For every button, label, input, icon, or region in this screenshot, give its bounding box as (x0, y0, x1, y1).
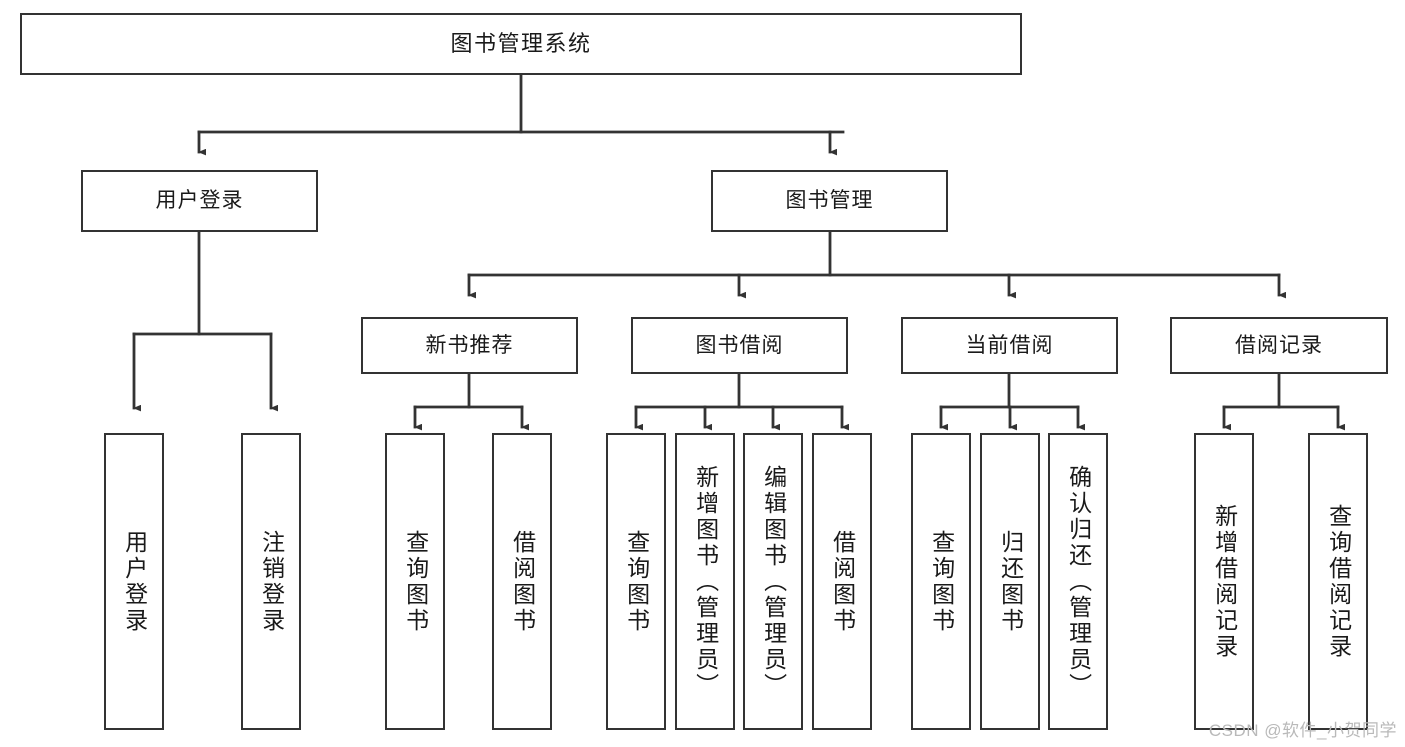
node-user-login-label: 用户登录 (155, 189, 244, 213)
node-leaf-query-book-2[interactable]: 查询图书 (606, 433, 666, 730)
node-book-borrow-label: 图书借阅 (695, 333, 784, 357)
csdn-watermark: CSDN @软件_小贺同学 (1208, 721, 1397, 740)
node-leaf-borrow-book-1[interactable]: 借阅图书 (492, 433, 552, 730)
node-leaf-add-book-label: 新增图书（管理员） (692, 464, 719, 699)
node-leaf-user-login[interactable]: 用户登录 (104, 433, 164, 730)
node-root-system[interactable]: 图书管理系统 (20, 13, 1022, 75)
node-leaf-user-logout[interactable]: 注销登录 (241, 433, 301, 730)
node-root-system-label: 图书管理系统 (450, 30, 592, 56)
node-current-borrow[interactable]: 当前借阅 (901, 317, 1118, 374)
node-leaf-borrow-book-2[interactable]: 借阅图书 (812, 433, 872, 730)
node-leaf-edit-book[interactable]: 编辑图书（管理员） (743, 433, 803, 730)
node-book-manage-label: 图书管理 (785, 189, 874, 213)
node-leaf-confirm-return-label: 确认归还（管理员） (1065, 464, 1092, 699)
node-book-borrow[interactable]: 图书借阅 (631, 317, 848, 374)
node-current-borrow-label: 当前借阅 (965, 333, 1054, 357)
node-user-login[interactable]: 用户登录 (81, 170, 318, 232)
node-leaf-query-book-2-label: 查询图书 (623, 529, 650, 634)
node-leaf-query-book-1-label: 查询图书 (402, 529, 429, 634)
node-new-book-recommend[interactable]: 新书推荐 (361, 317, 578, 374)
node-book-manage[interactable]: 图书管理 (711, 170, 948, 232)
node-leaf-query-record-label: 查询借阅记录 (1325, 503, 1352, 660)
node-leaf-confirm-return[interactable]: 确认归还（管理员） (1048, 433, 1108, 730)
node-borrow-record[interactable]: 借阅记录 (1170, 317, 1388, 374)
node-leaf-borrow-book-2-label: 借阅图书 (829, 529, 856, 634)
node-leaf-return-book[interactable]: 归还图书 (980, 433, 1040, 730)
node-leaf-query-book-1[interactable]: 查询图书 (385, 433, 445, 730)
node-leaf-query-book-3[interactable]: 查询图书 (911, 433, 971, 730)
node-leaf-query-record[interactable]: 查询借阅记录 (1308, 433, 1368, 730)
node-leaf-edit-book-label: 编辑图书（管理员） (760, 464, 787, 699)
node-leaf-user-login-label: 用户登录 (121, 529, 148, 634)
node-leaf-query-book-3-label: 查询图书 (928, 529, 955, 634)
node-leaf-add-book[interactable]: 新增图书（管理员） (675, 433, 735, 730)
node-leaf-borrow-book-1-label: 借阅图书 (509, 529, 536, 634)
node-borrow-record-label: 借阅记录 (1235, 333, 1323, 357)
node-leaf-return-book-label: 归还图书 (997, 529, 1024, 634)
node-leaf-add-record-label: 新增借阅记录 (1211, 503, 1238, 660)
node-leaf-user-logout-label: 注销登录 (258, 529, 285, 634)
node-new-book-recommend-label: 新书推荐 (425, 333, 514, 357)
node-leaf-add-record[interactable]: 新增借阅记录 (1194, 433, 1254, 730)
